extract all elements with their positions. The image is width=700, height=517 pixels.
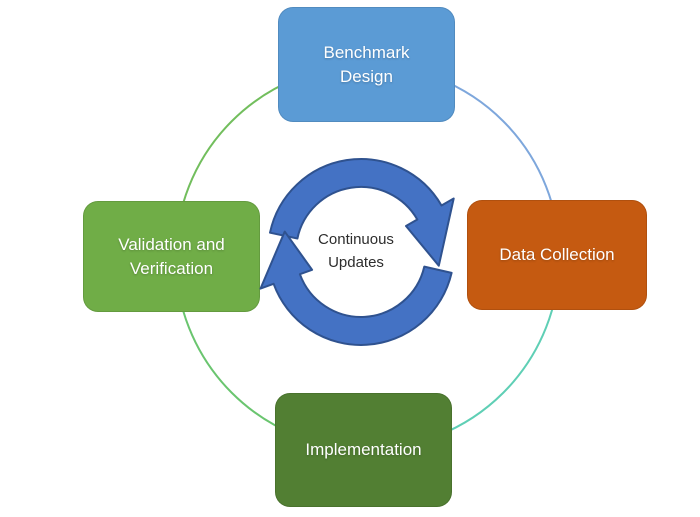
node-benchmark-design-label: Benchmark Design (323, 42, 410, 86)
node-implementation: Implementation (275, 393, 452, 507)
center-label: Continuous Updates (318, 231, 394, 271)
node-benchmark-design: Benchmark Design (278, 7, 455, 122)
node-implementation-label: Implementation (305, 440, 422, 459)
node-validation-verification-label: Validation and Verification (118, 234, 225, 278)
node-validation-verification: Validation and Verification (83, 201, 260, 312)
node-data-collection-label: Data Collection (499, 245, 615, 264)
node-data-collection: Data Collection (467, 200, 647, 310)
